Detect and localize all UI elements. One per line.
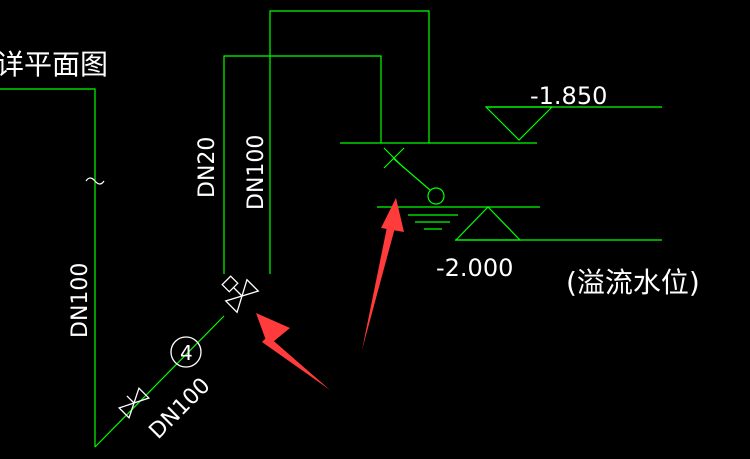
float-ball <box>427 187 445 205</box>
gate-valve-icon <box>117 386 151 420</box>
float-valve-cross-b <box>383 147 405 169</box>
riser-dn100 <box>269 10 430 274</box>
label-diagonal-dn100: DN100 <box>145 373 216 444</box>
elevation-upper-label: -1.850 <box>530 82 607 110</box>
elevation-lower-label: -2.000 <box>436 254 513 282</box>
label-riser-dn100: DN100 <box>244 135 269 210</box>
meter-symbol-text: 4 <box>180 341 193 365</box>
elevation-markers <box>454 106 662 241</box>
annotation-arrows <box>256 198 404 390</box>
riser-dn20 <box>223 55 382 274</box>
elevation-upper-triangle <box>484 106 554 141</box>
valve-symbols <box>117 275 260 420</box>
diagonal-branch-pipe <box>94 315 225 448</box>
pipe-break-icon <box>85 177 105 185</box>
elevation-lower-triangle <box>454 206 522 241</box>
main-pipe-left <box>0 88 96 447</box>
pipe-network <box>0 10 662 448</box>
overflow-note: (溢流水位) <box>566 266 700 299</box>
arrow-to-valve <box>256 313 330 390</box>
drawing-text: 详平面图 DN20 DN100 DN100 DN100 4 -1.850 -2.… <box>0 48 700 444</box>
label-main-dn100: DN100 <box>68 263 93 338</box>
title-fragment: 详平面图 <box>0 48 108 81</box>
label-riser-dn20: DN20 <box>195 137 220 198</box>
water-meter-icon <box>170 336 202 368</box>
arrow-to-float <box>362 198 404 350</box>
control-valve-icon <box>221 275 260 314</box>
